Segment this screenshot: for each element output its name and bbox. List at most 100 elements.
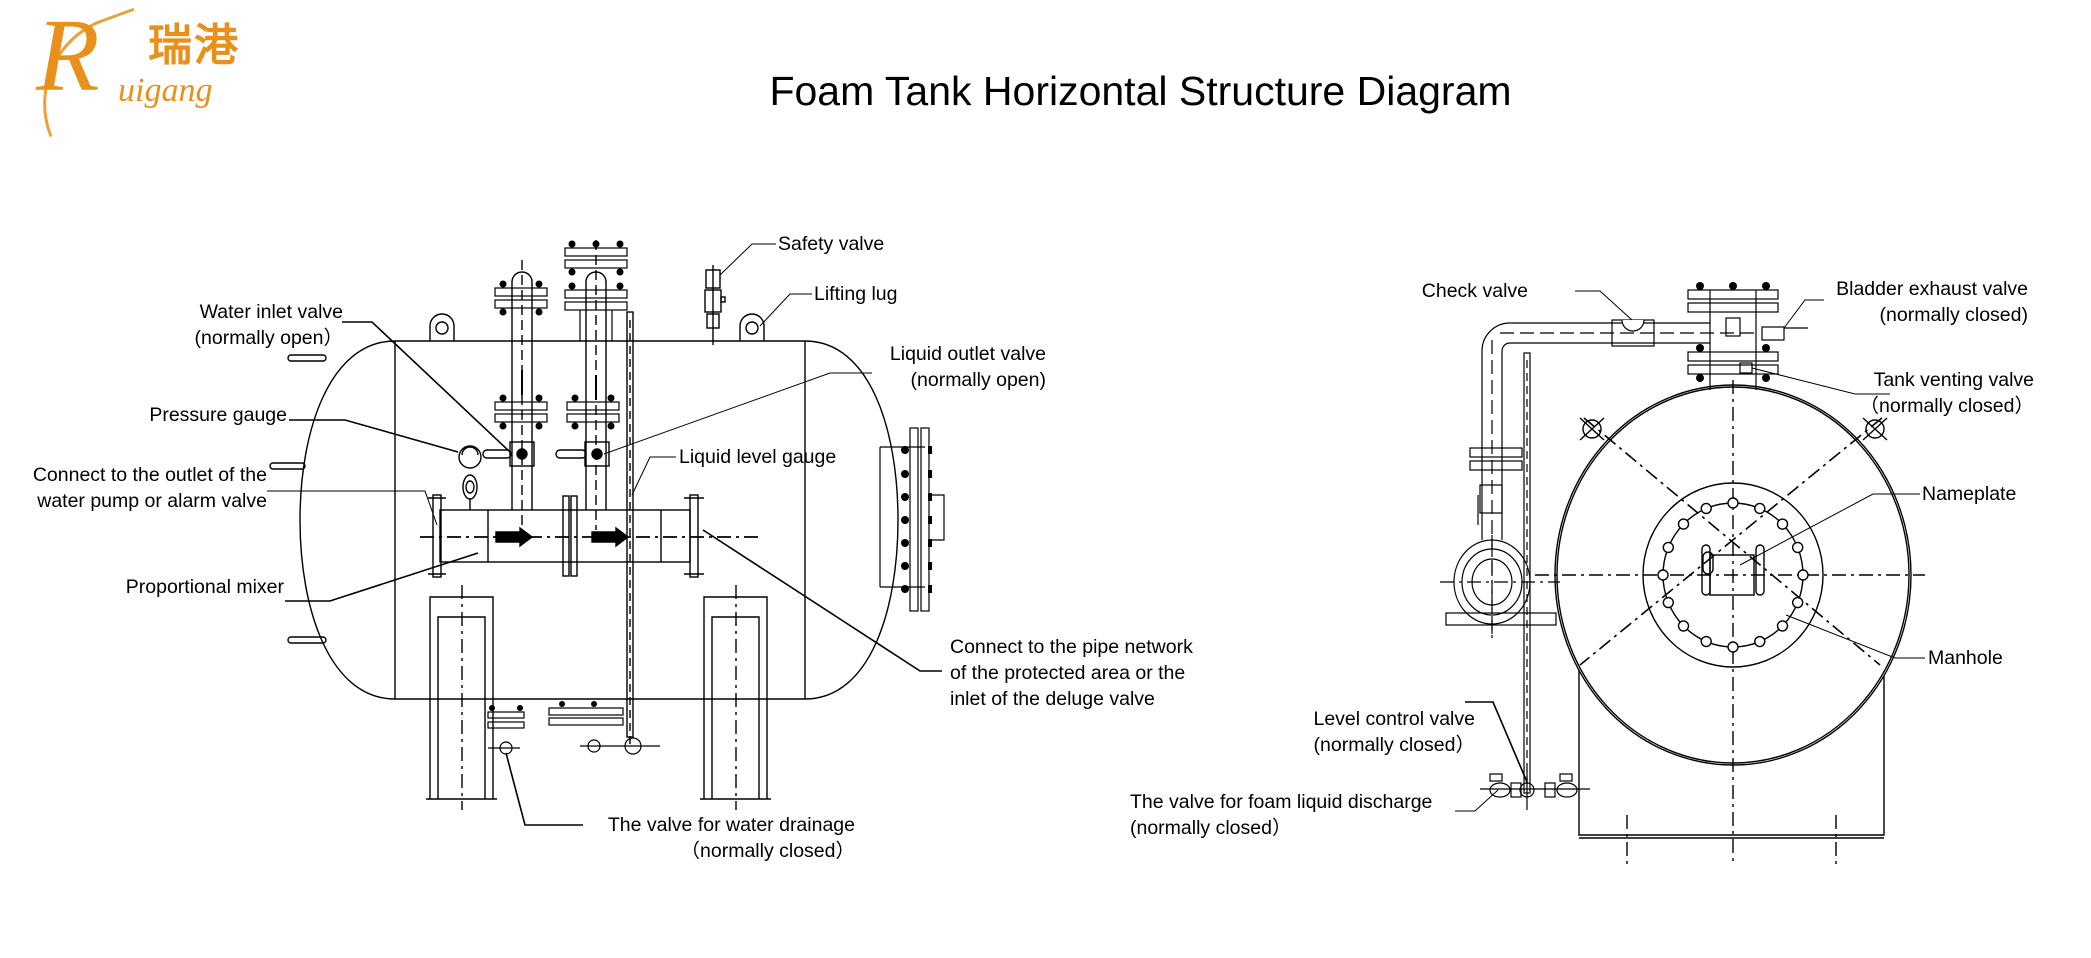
- label-proportional-mixer: Proportional mixer: [126, 574, 284, 600]
- label-level-control-valve: Level control valve (normally closed）: [1313, 706, 1475, 758]
- right-leg-frame: [1578, 555, 1885, 836]
- manhole-bolt: [1657, 569, 1669, 581]
- label-line: (normally closed）: [1313, 734, 1475, 756]
- pressure-gauge-icon: [458, 445, 482, 510]
- leader-check-valve: [1575, 290, 1633, 321]
- left-leader-lines: [267, 243, 942, 826]
- manhole-bolt: [1776, 620, 1789, 632]
- leader-connect-outlet: [267, 490, 438, 526]
- label-manhole: Manhole: [1928, 645, 2003, 671]
- manhole-bolt: [1791, 596, 1804, 609]
- drain-valve-icon: [487, 701, 660, 755]
- leader-tank-venting: [1751, 367, 1890, 395]
- right-level-gauge: [1440, 352, 1560, 794]
- leader-lifting-lug: [759, 293, 812, 327]
- label-line: (normally closed): [1879, 304, 2028, 326]
- manhole-bolt: [1700, 635, 1712, 648]
- safety-valve-icon: [704, 265, 726, 345]
- label-line: Liquid level gauge: [679, 446, 837, 468]
- label-liquid-outlet-valve: Liquid outlet valve (normally open): [890, 341, 1046, 393]
- manhole-bolt: [1797, 569, 1809, 581]
- right-leader-lines: [1455, 290, 1925, 812]
- label-line: The valve for water drainage: [607, 814, 855, 836]
- manhole-bolt: [1662, 541, 1675, 554]
- proportional-mixer-pipe: [420, 494, 760, 578]
- label-bladder-exhaust-valve: Bladder exhaust valve (normally closed): [1836, 276, 2028, 328]
- leader-bladder-exhaust: [1783, 299, 1824, 329]
- right-tank-view: [1440, 282, 1925, 865]
- label-foam-discharge-valve: The valve for foam liquid discharge (nor…: [1130, 789, 1432, 841]
- leader-water-drainage: [505, 752, 583, 826]
- leader-nameplate: [1739, 493, 1920, 566]
- diagram-title-wrap: Foam Tank Horizontal Structure Diagram: [0, 68, 2091, 115]
- manhole-bolt: [1700, 502, 1712, 515]
- left-tank-view: [267, 240, 945, 826]
- vertical-pipes: [511, 240, 607, 530]
- label-check-valve: Check valve: [1422, 278, 1528, 304]
- label-line: Tank venting valve: [1873, 369, 2034, 391]
- diagram-title: Foam Tank Horizontal Structure Diagram: [769, 68, 1512, 114]
- logo-english-name: uigang: [118, 72, 213, 109]
- label-line: The valve for foam liquid discharge: [1130, 791, 1433, 813]
- manhole-bolt: [1754, 502, 1766, 515]
- leader-foam-discharge: [1455, 789, 1499, 812]
- leader-manhole: [1785, 614, 1925, 659]
- lifting-lug-icon: [429, 313, 765, 341]
- leader-liquid-outlet: [603, 372, 872, 455]
- manhole-bolt: [1754, 635, 1766, 648]
- manhole-bolt: [1677, 620, 1690, 632]
- label-line: (normally closed）: [1130, 817, 1292, 839]
- label-line: Safety valve: [778, 233, 885, 255]
- label-line: Proportional mixer: [125, 576, 284, 598]
- label-line: Level control valve: [1313, 708, 1475, 730]
- liquid-level-gauge-icon: [626, 311, 634, 745]
- top-flanges: [494, 240, 628, 430]
- label-line: Lifting lug: [814, 283, 898, 305]
- label-line: (normally open）: [194, 327, 343, 349]
- label-safety-valve: Safety valve: [778, 231, 884, 257]
- leader-pressure-gauge: [289, 419, 459, 453]
- manhole-icon: [1642, 482, 1824, 668]
- right-side-flange: [879, 427, 945, 612]
- leader-water-inlet: [342, 321, 511, 453]
- label-connect-outlet: Connect to the outlet of the water pump …: [33, 462, 267, 514]
- logo-letter: R: [36, 0, 100, 113]
- tank-legs: [426, 585, 771, 810]
- leader-proportional-mixer: [285, 552, 479, 602]
- ball-valve-icon: [482, 441, 610, 467]
- manhole-bolt: [1727, 641, 1739, 653]
- label-line: inlet of the deluge valve: [950, 688, 1155, 710]
- side-lug-icon: [1579, 417, 1888, 441]
- label-line: Nameplate: [1922, 483, 2017, 505]
- label-line: Pressure gauge: [149, 404, 287, 426]
- top-nozzle: [1481, 282, 1808, 640]
- label-line: Bladder exhaust valve: [1836, 278, 2028, 300]
- label-line: （normally closed）: [1859, 395, 2034, 417]
- label-nameplate: Nameplate: [1922, 481, 2016, 507]
- label-line: water pump or alarm valve: [37, 490, 267, 512]
- left-tank-shell: [299, 340, 899, 700]
- label-line: (normally open): [910, 369, 1046, 391]
- left-head-stubs: [269, 354, 327, 644]
- leader-level-gauge: [631, 456, 676, 496]
- label-lifting-lug: Lifting lug: [814, 281, 897, 307]
- label-line: （normally closed）: [680, 840, 855, 862]
- leader-safety-valve: [719, 243, 776, 276]
- label-line: of the protected area or the: [950, 662, 1186, 684]
- leader-pipe-network: [702, 529, 942, 672]
- discharge-valve-icon: [1480, 770, 1590, 810]
- manhole-bolt: [1727, 497, 1739, 509]
- label-connect-pipe-network: Connect to the pipe network of the prote…: [950, 634, 1193, 712]
- manhole-bolt: [1791, 541, 1804, 554]
- label-water-inlet-valve: Water inlet valve (normally open）: [195, 299, 343, 351]
- manhole-bolt: [1776, 518, 1789, 530]
- label-line: Water inlet valve: [199, 301, 343, 323]
- ruigang-logo: R 瑞港 uigang: [17, 4, 260, 138]
- label-line: Connect to the outlet of the: [32, 464, 267, 486]
- label-pressure-gauge: Pressure gauge: [149, 402, 287, 428]
- label-line: Connect to the pipe network: [950, 636, 1193, 658]
- label-liquid-level-gauge: Liquid level gauge: [679, 444, 836, 470]
- label-tank-venting-valve: Tank venting valve （normally closed）: [1860, 367, 2034, 419]
- manhole-bolt: [1677, 518, 1690, 530]
